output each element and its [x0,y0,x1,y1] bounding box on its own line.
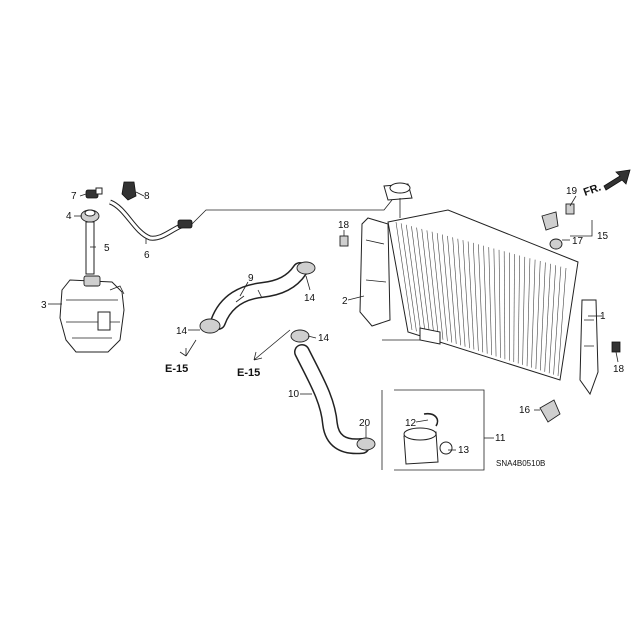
reference-e15: E-15 [237,367,260,379]
callout-17: 17 [572,236,584,247]
callout-16: 16 [519,405,531,416]
hose-clamp [199,261,376,451]
callout-9: 9 [248,273,254,284]
radiator-cushion [539,399,561,423]
callout-8: 8 [144,191,150,202]
clip [121,181,137,201]
callout-1: 1 [600,311,606,322]
lower-hose [294,344,370,455]
hose-fitting [85,187,103,199]
callout-4: 4 [66,211,72,222]
radiator-core [383,182,579,381]
callout-3: 3 [41,300,47,311]
overflow-hose [108,199,393,241]
diagram-code: SNA4B0510B [496,459,545,468]
callout-12: 12 [405,418,417,429]
callouts: 1 2 3 4 5 6 7 8 9 10 11 12 13 14 14 14 1… [41,181,625,468]
callout-2: 2 [342,296,348,307]
thermostat-group [381,389,485,471]
tank-cap [80,209,100,223]
reserve-tank [59,275,125,353]
shroud-panel [359,217,391,327]
forward-label: FR. [582,181,603,198]
callout-18: 18 [338,220,350,231]
callout-19: 19 [566,186,578,197]
callout-20: 20 [359,418,371,429]
leader-lines [48,191,619,451]
reference-e15: E-15 [165,363,188,375]
callout-13: 13 [458,445,470,456]
callout-14: 14 [176,326,188,337]
upper-hose [210,262,308,330]
filler-pipe [85,221,95,275]
forward-arrow-icon [603,169,631,191]
callout-18: 18 [613,364,625,375]
callout-11: 11 [495,433,506,444]
callout-5: 5 [104,243,110,254]
callout-6: 6 [144,250,150,261]
callout-14: 14 [304,293,316,304]
callout-7: 7 [71,191,77,202]
side-bracket [579,299,599,396]
upper-mount [541,211,563,250]
callout-15: 15 [597,231,609,242]
callout-10: 10 [288,389,300,400]
callout-14: 14 [318,333,330,344]
